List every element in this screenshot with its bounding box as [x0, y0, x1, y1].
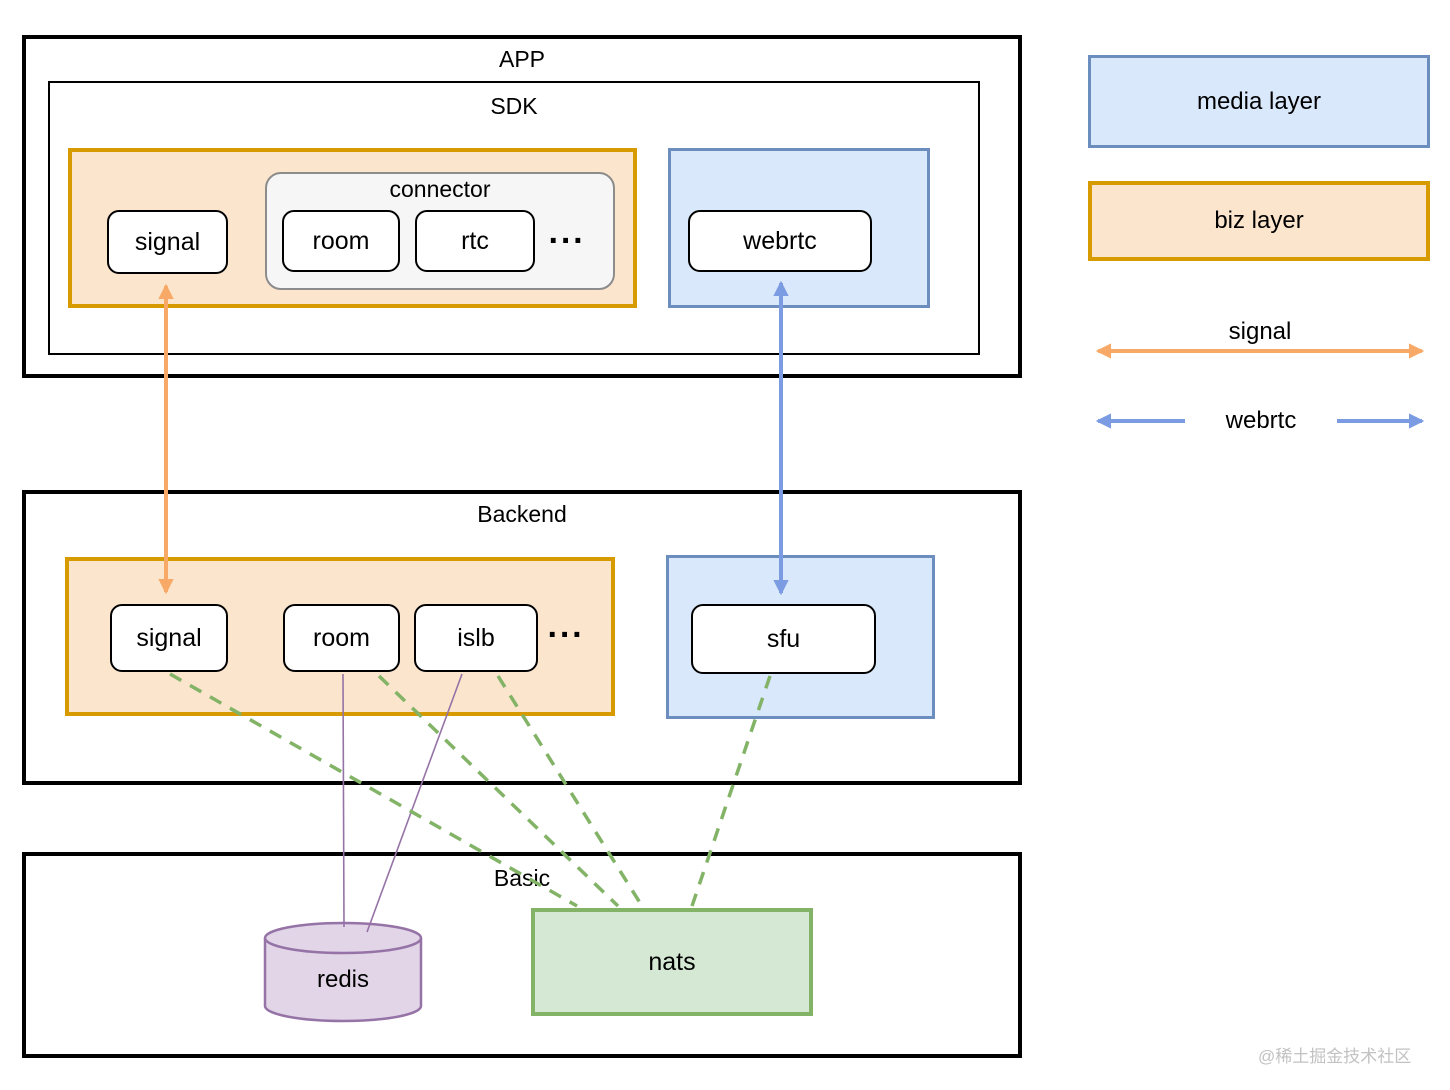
backend-islb-node: islb	[414, 604, 538, 672]
app-group-box	[22, 35, 1022, 378]
backend-title: Backend	[477, 501, 567, 527]
legend-biz-layer-swatch: biz layer	[1088, 181, 1430, 261]
basic-title: Basic	[493, 865, 551, 891]
sdk-signal-node: signal	[107, 210, 228, 274]
sdk-title: SDK	[490, 93, 538, 119]
sdk-room-node: room	[282, 210, 400, 272]
backend-sfu-node: sfu	[691, 604, 876, 674]
app-title: APP	[498, 46, 546, 72]
watermark: @稀土掘金技术社区	[1258, 1047, 1412, 1066]
legend-media-layer-swatch: media layer	[1088, 55, 1430, 148]
sdk-ellipsis: ···	[548, 221, 586, 260]
legend-webrtc-label: webrtc	[1185, 407, 1337, 435]
sdk-webrtc-node: webrtc	[688, 210, 872, 272]
backend-ellipsis: ···	[547, 615, 585, 654]
connector-title: connector	[389, 176, 491, 202]
backend-room-node: room	[283, 604, 400, 672]
nats-node: nats	[531, 908, 813, 1016]
redis-label: redis	[316, 966, 370, 993]
sdk-group-box	[48, 81, 980, 355]
sdk-rtc-node: rtc	[415, 210, 535, 272]
legend-signal-label: signal	[1228, 318, 1292, 345]
backend-signal-node: signal	[110, 604, 228, 672]
